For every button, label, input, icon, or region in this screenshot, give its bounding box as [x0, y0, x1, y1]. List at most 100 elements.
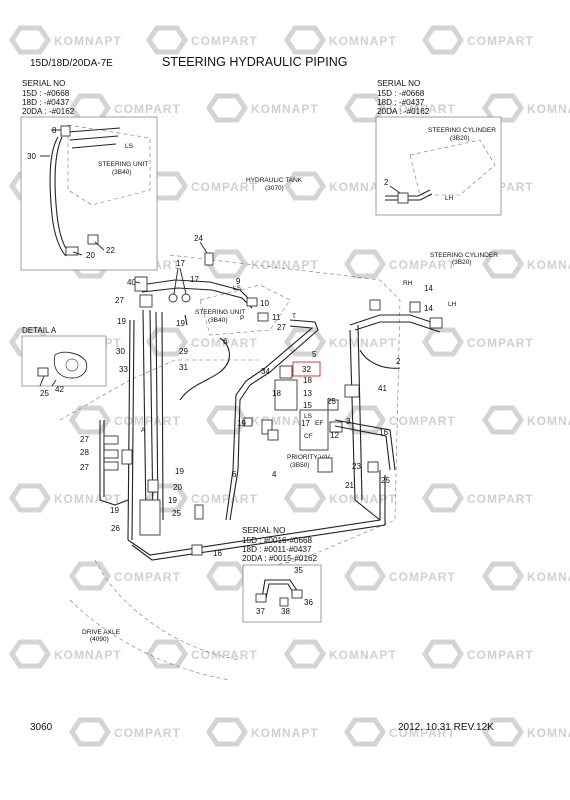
fitting-25-pv [327, 399, 339, 411]
watermark-text: COMPART [191, 492, 258, 506]
callout-30: 30 [116, 347, 125, 356]
serial-right-line-2: 18D : -#0437 [377, 98, 425, 107]
label-steering-cylinder-code: (3B20) [452, 259, 472, 266]
watermark-text: COMPART [389, 414, 456, 428]
serial-left-line-1: 15D : -#0668 [22, 89, 70, 98]
inset-hose-30b [54, 136, 71, 255]
callout-19-e: 19 [168, 496, 177, 505]
callout-17-a: 17 [176, 259, 185, 268]
revision-date: 2012. 10.31 REV.12K [398, 722, 494, 733]
fitting-19-mid [261, 419, 273, 435]
callout-16-b: 16 [213, 549, 222, 558]
watermark-logo-icon [481, 405, 525, 435]
watermark-logo-icon [145, 639, 189, 669]
label-t: T [292, 313, 296, 320]
callout-27-c: 27 [80, 435, 89, 444]
label-p: P [240, 315, 244, 322]
callout-36: 36 [304, 598, 313, 607]
return-line-main [229, 319, 319, 521]
main-assembly: STEERING UNIT (3B40) A PRIORITY V/V (3B5… [59, 252, 457, 681]
callout-12: 12 [330, 431, 339, 440]
callout-29: 29 [179, 347, 188, 356]
serial-bottom-line-1: 15D : #0016-#0668 [242, 536, 313, 545]
watermark-text: KOMNAPT [251, 726, 319, 740]
watermark-logo-icon [205, 249, 249, 279]
fitting-22 [87, 234, 99, 245]
watermark-logo-icon [481, 249, 525, 279]
watermark-logo-icon [283, 639, 327, 669]
callout-19-f: 19 [110, 506, 119, 515]
fitting-27-lower [103, 461, 119, 471]
label-steering-unit-inset: STEERING UNIT [98, 161, 148, 168]
watermark-logo-icon [343, 405, 387, 435]
watermark-text: COMPART [389, 570, 456, 584]
watermark-logo-icon [421, 483, 465, 513]
callout-41: 41 [378, 384, 387, 393]
callout-9: 9 [236, 277, 241, 286]
callout-24: 24 [194, 234, 203, 243]
watermark-text: COMPART [389, 258, 456, 272]
serial-left-line-2: 18D : -#0437 [22, 98, 70, 107]
inset-steering-unit-early: SERIAL NO 15D : -#0668 18D : -#0437 20DA… [20, 79, 158, 271]
fitting-10 [246, 297, 258, 307]
callout-2: 2 [396, 357, 401, 366]
watermark-logo-icon [145, 327, 189, 357]
callouts-main: 24 17 17 40 27 19 9 10 11 19 27 6 30 29 … [80, 234, 433, 558]
inset-frame-right [375, 116, 502, 216]
watermark-text: KOMNAPT [329, 34, 397, 48]
watermark-logo-icon [205, 93, 249, 123]
serial-bottom-heading: SERIAL NO [242, 526, 285, 535]
callout-10: 10 [260, 299, 269, 308]
callout-28: 28 [80, 448, 89, 457]
hose-9-10b [141, 287, 253, 309]
callout-3: 3 [346, 417, 351, 426]
serial-bottom-line-3: 20DA : #0015-#0162 [242, 554, 318, 563]
fitting-8 [60, 125, 71, 137]
fitting-14-upper [369, 299, 381, 311]
label-priority-valve: PRIORITY V/V [287, 454, 331, 461]
watermark-text: COMPART [467, 648, 534, 662]
callout-38: 38 [281, 607, 290, 616]
fitting-41 [344, 384, 360, 398]
steering-unit-outline [67, 124, 151, 206]
watermark-text: COMPART [114, 726, 181, 740]
lower-cross-pipe [127, 470, 386, 561]
watermark-logo-icon [421, 639, 465, 669]
watermark-logo-icon [145, 25, 189, 55]
fitting-25-lower [367, 461, 379, 473]
serial-bottom-line-2: 18D : #0011-#0437 [242, 545, 312, 554]
watermark-text: KOMNAPT [251, 102, 319, 116]
watermark-logo-icon [68, 405, 112, 435]
watermark-logo-icon [8, 483, 52, 513]
serial-right-line-1: 15D : -#0668 [377, 89, 425, 98]
label-steering-cylinder-inset-code: (3B20) [450, 135, 470, 142]
watermark-logo-icon [8, 25, 52, 55]
watermark-logo-icon [68, 717, 112, 747]
watermark-logo-icon [68, 561, 112, 591]
hose-to-cylinder [349, 314, 441, 333]
watermark-text: KOMNAPT [329, 336, 397, 350]
fitting-27-upper [139, 294, 153, 308]
callout-30-inset: 30 [27, 152, 36, 161]
watermark-logo-icon [421, 327, 465, 357]
watermark-text: COMPART [191, 34, 258, 48]
watermark-text: KOMNAPT [329, 648, 397, 662]
watermark-text: COMPART [467, 336, 534, 350]
label-cf: CF [304, 433, 313, 440]
watermark-text: KOMNAPT [54, 34, 122, 48]
hose-clamp [53, 351, 88, 379]
fitting-block-26 [139, 499, 161, 536]
inset-frame-bottom [242, 564, 322, 623]
label-steering-unit-code: (3B40) [208, 317, 228, 324]
watermark-logo-icon [283, 171, 327, 201]
fitting-15-lower [267, 429, 279, 441]
watermark-text: COMPART [191, 648, 258, 662]
watermark-text: COMPART [191, 336, 258, 350]
fitting-11 [257, 312, 269, 322]
hose-right-vertical [349, 324, 381, 521]
label-lh: LH [448, 301, 457, 308]
serial-right-line-3: 20DA : -#0162 [377, 107, 430, 116]
callout-27-b: 27 [277, 323, 286, 332]
callout-25-c: 25 [172, 509, 181, 518]
